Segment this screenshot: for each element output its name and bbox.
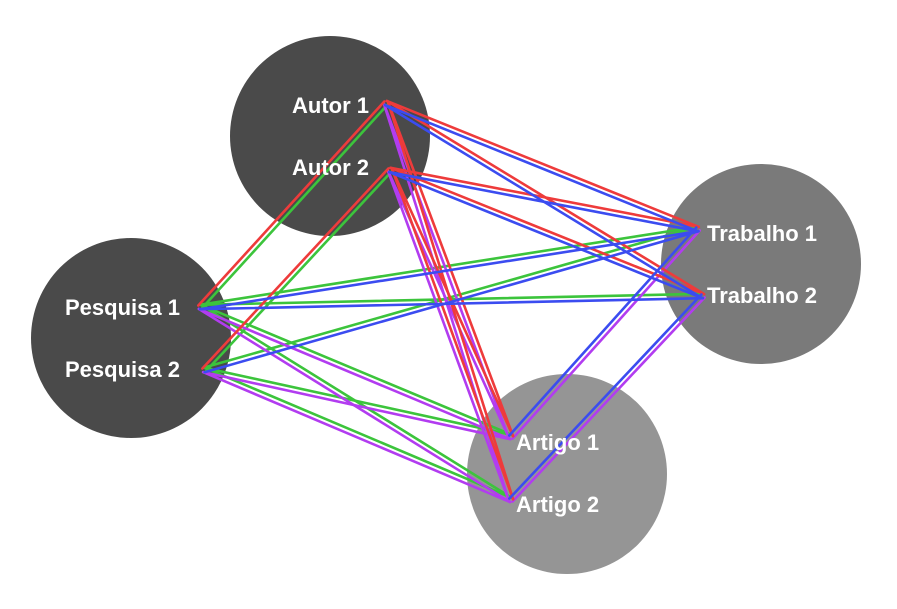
edge-line-autor2-pesquisa2-red — [201, 167, 390, 370]
edge-line-pesquisa2-trabalho1-blue — [203, 229, 700, 374]
edge-line-pesquisa2-artigo2-purple — [201, 370, 512, 504]
edge-line-artigo2-trabalho2-purple — [511, 296, 706, 503]
node-label-autor-2: Autor 2 — [292, 155, 369, 180]
edge-line-autor1-trabalho1-red — [385, 99, 701, 229]
edge-line-autor1-trabalho1-blue — [383, 103, 699, 233]
group-circles — [31, 36, 861, 574]
edges — [197, 99, 706, 504]
node-label-autor-1: Autor 1 — [292, 93, 369, 118]
edge-line-artigo1-trabalho1-purple — [511, 229, 702, 440]
node-label-pesquisa-1: Pesquisa 1 — [65, 295, 180, 320]
edge-line-autor1-pesquisa1-green — [200, 103, 390, 310]
group-circle-pesquisas — [31, 238, 231, 438]
node-label-trabalho-1: Trabalho 1 — [707, 221, 817, 246]
edge-line-autor2-trabalho2-red — [389, 166, 706, 296]
edge-line-autor2-trabalho1-red — [389, 166, 700, 229]
edge-line-pesquisa1-artigo1-purple — [197, 307, 512, 441]
node-label-artigo-2: Artigo 2 — [516, 492, 599, 517]
edge-line-pesquisa2-artigo1-purple — [202, 370, 512, 441]
edge-line-pesquisa2-artigo2-green — [203, 366, 514, 500]
edge-line-pesquisa1-trabalho2-blue — [198, 296, 705, 311]
group-circle-trabalhos — [661, 164, 861, 364]
edge-line-artigo1-trabalho1-blue — [507, 226, 698, 437]
edge-line-autor2-pesquisa2-green — [204, 170, 393, 373]
edge-line-pesquisa1-artigo1-green — [199, 303, 514, 437]
edge-line-pesquisa2-artigo1-green — [203, 366, 513, 437]
edge-line-autor2-artigo2-purple — [386, 169, 511, 503]
node-label-trabalho-2: Trabalho 2 — [707, 283, 817, 308]
edge-line-autor2-trabalho1-blue — [388, 170, 699, 233]
edge-line-autor1-pesquisa1-red — [197, 100, 386, 307]
node-labels: Autor 1 Autor 2 Trabalho 1 Trabalho 2 Pe… — [65, 93, 817, 517]
group-circle-autores — [230, 36, 430, 236]
node-label-artigo-1: Artigo 1 — [516, 430, 599, 455]
group-circle-artigos — [467, 374, 667, 574]
edge-line-pesquisa1-trabalho1-blue — [199, 229, 700, 311]
edge-line-artigo2-trabalho2-blue — [508, 293, 703, 500]
node-label-pesquisa-2: Pesquisa 2 — [65, 357, 180, 382]
edge-line-autor2-artigo2-red — [390, 167, 515, 501]
